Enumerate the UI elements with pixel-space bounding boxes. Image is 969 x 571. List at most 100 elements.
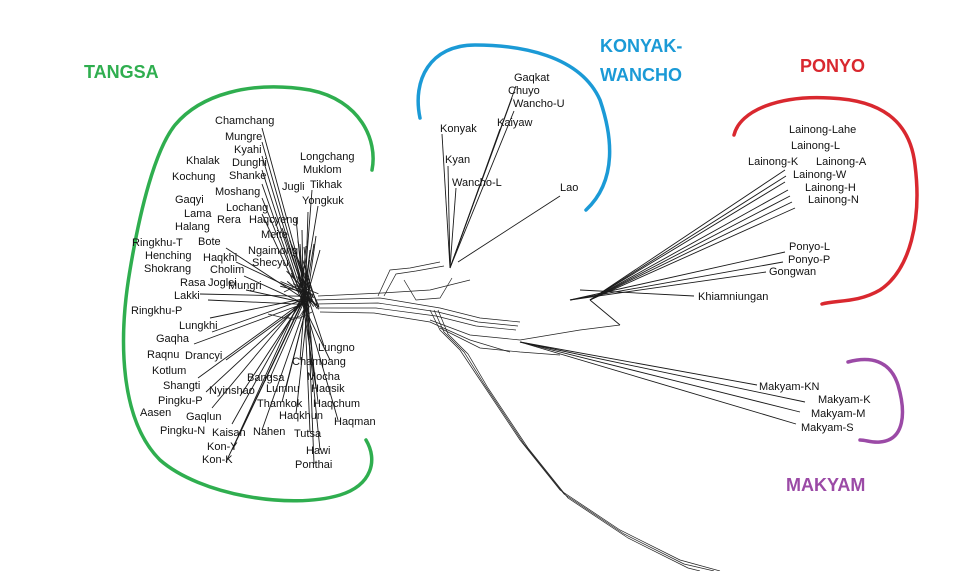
leaf-label: Lainong-Lahe — [789, 124, 856, 136]
leaf-label: Raqnu — [147, 349, 179, 361]
leaf-label: Wancho-L — [452, 177, 502, 189]
leaf-label: Wancho-U — [513, 98, 565, 110]
leaf-label: Makyam-S — [801, 422, 854, 434]
leaf-label: Thamkok — [257, 398, 303, 410]
konyak-wancho-group-label-line2: WANCHO — [600, 65, 682, 85]
leaf-label: Mocha — [307, 371, 341, 383]
leaf-label: Ringkhu-T — [132, 237, 183, 249]
network-branch — [520, 342, 800, 412]
leaf-label: Lochang — [226, 202, 268, 214]
leaf-label: Ringkhu-P — [131, 305, 182, 317]
network-branch — [590, 300, 620, 325]
leaf-label: Bangsa — [247, 372, 285, 384]
leaf-label: Bote — [198, 236, 221, 248]
leaf-label: Cholim — [210, 264, 244, 276]
leaf-label: Kyahi — [234, 144, 262, 156]
leaf-label: Longchang — [300, 151, 354, 163]
leaf-label: Champang — [292, 356, 346, 368]
leaf-label: Chuyo — [508, 85, 540, 97]
leaf-label: Jugli — [282, 181, 305, 193]
network-branch — [520, 342, 757, 385]
leaf-label: Nahen — [253, 426, 285, 438]
leaf-label: Lainong-H — [805, 182, 856, 194]
leaf-label: Haqkhun — [279, 410, 323, 422]
makyam-group-label: MAKYAM — [786, 475, 865, 495]
leaf-label: Lama — [184, 208, 212, 220]
leaf-label: Tikhak — [310, 179, 342, 191]
leaf-label: Kotlum — [152, 365, 186, 377]
leaf-label: Shecyu — [252, 257, 289, 269]
network-branch — [590, 202, 792, 300]
leaf-label: Chamchang — [215, 115, 274, 127]
leaf-label: Yongkuk — [302, 195, 344, 207]
network-branch — [450, 129, 500, 268]
leaf-label: Lakki — [174, 290, 200, 302]
network-branch — [590, 170, 785, 300]
ponyo-group-label: PONYO — [800, 56, 865, 76]
network-branch — [590, 182, 785, 300]
leaf-label: Konyak — [440, 123, 477, 135]
leaf-label: Meite — [261, 229, 288, 241]
leaf-label: Lainong-W — [793, 169, 847, 181]
leaf-label: Kaisan — [212, 427, 246, 439]
leaf-label: Drancyi — [185, 350, 222, 362]
leaf-label: Lainong-L — [791, 140, 840, 152]
tangsa-group-label: TANGSA — [84, 62, 159, 82]
leaf-label: Khalak — [186, 155, 220, 167]
leaf-label: Kyan — [445, 154, 470, 166]
leaf-label: Kaiyaw — [497, 117, 533, 129]
leaf-label: Lungno — [318, 342, 355, 354]
network-branch — [520, 342, 796, 424]
network-branch — [590, 176, 786, 300]
leaf-label: Henching — [145, 250, 191, 262]
leaf-label: Pingku-P — [158, 395, 203, 407]
leaf-label: Kochung — [172, 171, 215, 183]
network-branch — [198, 303, 301, 378]
leaf-label: Lao — [560, 182, 578, 194]
leaf-label: Khiamniungan — [698, 291, 768, 303]
leaf-label: Lainong-K — [748, 156, 799, 168]
leaf-label: Haqman — [334, 416, 376, 428]
leaf-label: Rera — [217, 214, 242, 226]
leaf-label: Haqchum — [313, 398, 360, 410]
leaf-label: Lungkhi — [179, 320, 218, 332]
leaf-label: Kon-K — [202, 454, 233, 466]
leaf-label: Shangti — [163, 380, 200, 392]
leaf-label: Makyam-KN — [759, 381, 820, 393]
network-branch — [200, 294, 306, 296]
leaf-label: Makyam-M — [811, 408, 865, 420]
leaf-label: Nyinshao — [209, 385, 255, 397]
leaf-label: Shokrang — [144, 263, 191, 275]
leaf-label: Gaqkat — [514, 72, 549, 84]
network-branch — [458, 196, 560, 262]
leaf-label: Dunghi — [232, 157, 267, 169]
network-branch — [590, 196, 790, 300]
leaf-label: Muklom — [303, 164, 342, 176]
leaf-label: Gaqlun — [186, 411, 221, 423]
leaf-label: Makyam-K — [818, 394, 871, 406]
leaf-label: Shanke — [229, 170, 266, 182]
leaf-label: Ngaimong — [248, 245, 298, 257]
leaf-label: Gongwan — [769, 266, 816, 278]
leaf-label: Lumnu — [266, 383, 300, 395]
leaf-label: Gaqyi — [175, 194, 204, 206]
leaf-label: Mungre — [225, 131, 262, 143]
leaf-label: Haqsik — [311, 383, 345, 395]
leaf-label: Mungri — [228, 280, 262, 292]
leaf-label: Rasa — [180, 277, 207, 289]
leaf-label: Tutsa — [294, 428, 322, 440]
leaf-label: Kon-Y — [207, 441, 238, 453]
konyak-wancho-group-label: KONYAK- — [600, 36, 682, 56]
leaf-label: Moshang — [215, 186, 260, 198]
leaf-label: Lainong-A — [816, 156, 867, 168]
network-branch — [590, 190, 788, 300]
network-branch — [590, 208, 795, 300]
leaf-label: Ponyo-P — [788, 254, 830, 266]
leaf-label: Ponyo-L — [789, 241, 830, 253]
network-branch — [520, 342, 805, 402]
leaf-label: Gaqha — [156, 333, 190, 345]
leaf-label: Hawi — [306, 445, 330, 457]
leaf-label: Aasen — [140, 407, 171, 419]
leaf-label: Haqkhi — [203, 252, 237, 264]
